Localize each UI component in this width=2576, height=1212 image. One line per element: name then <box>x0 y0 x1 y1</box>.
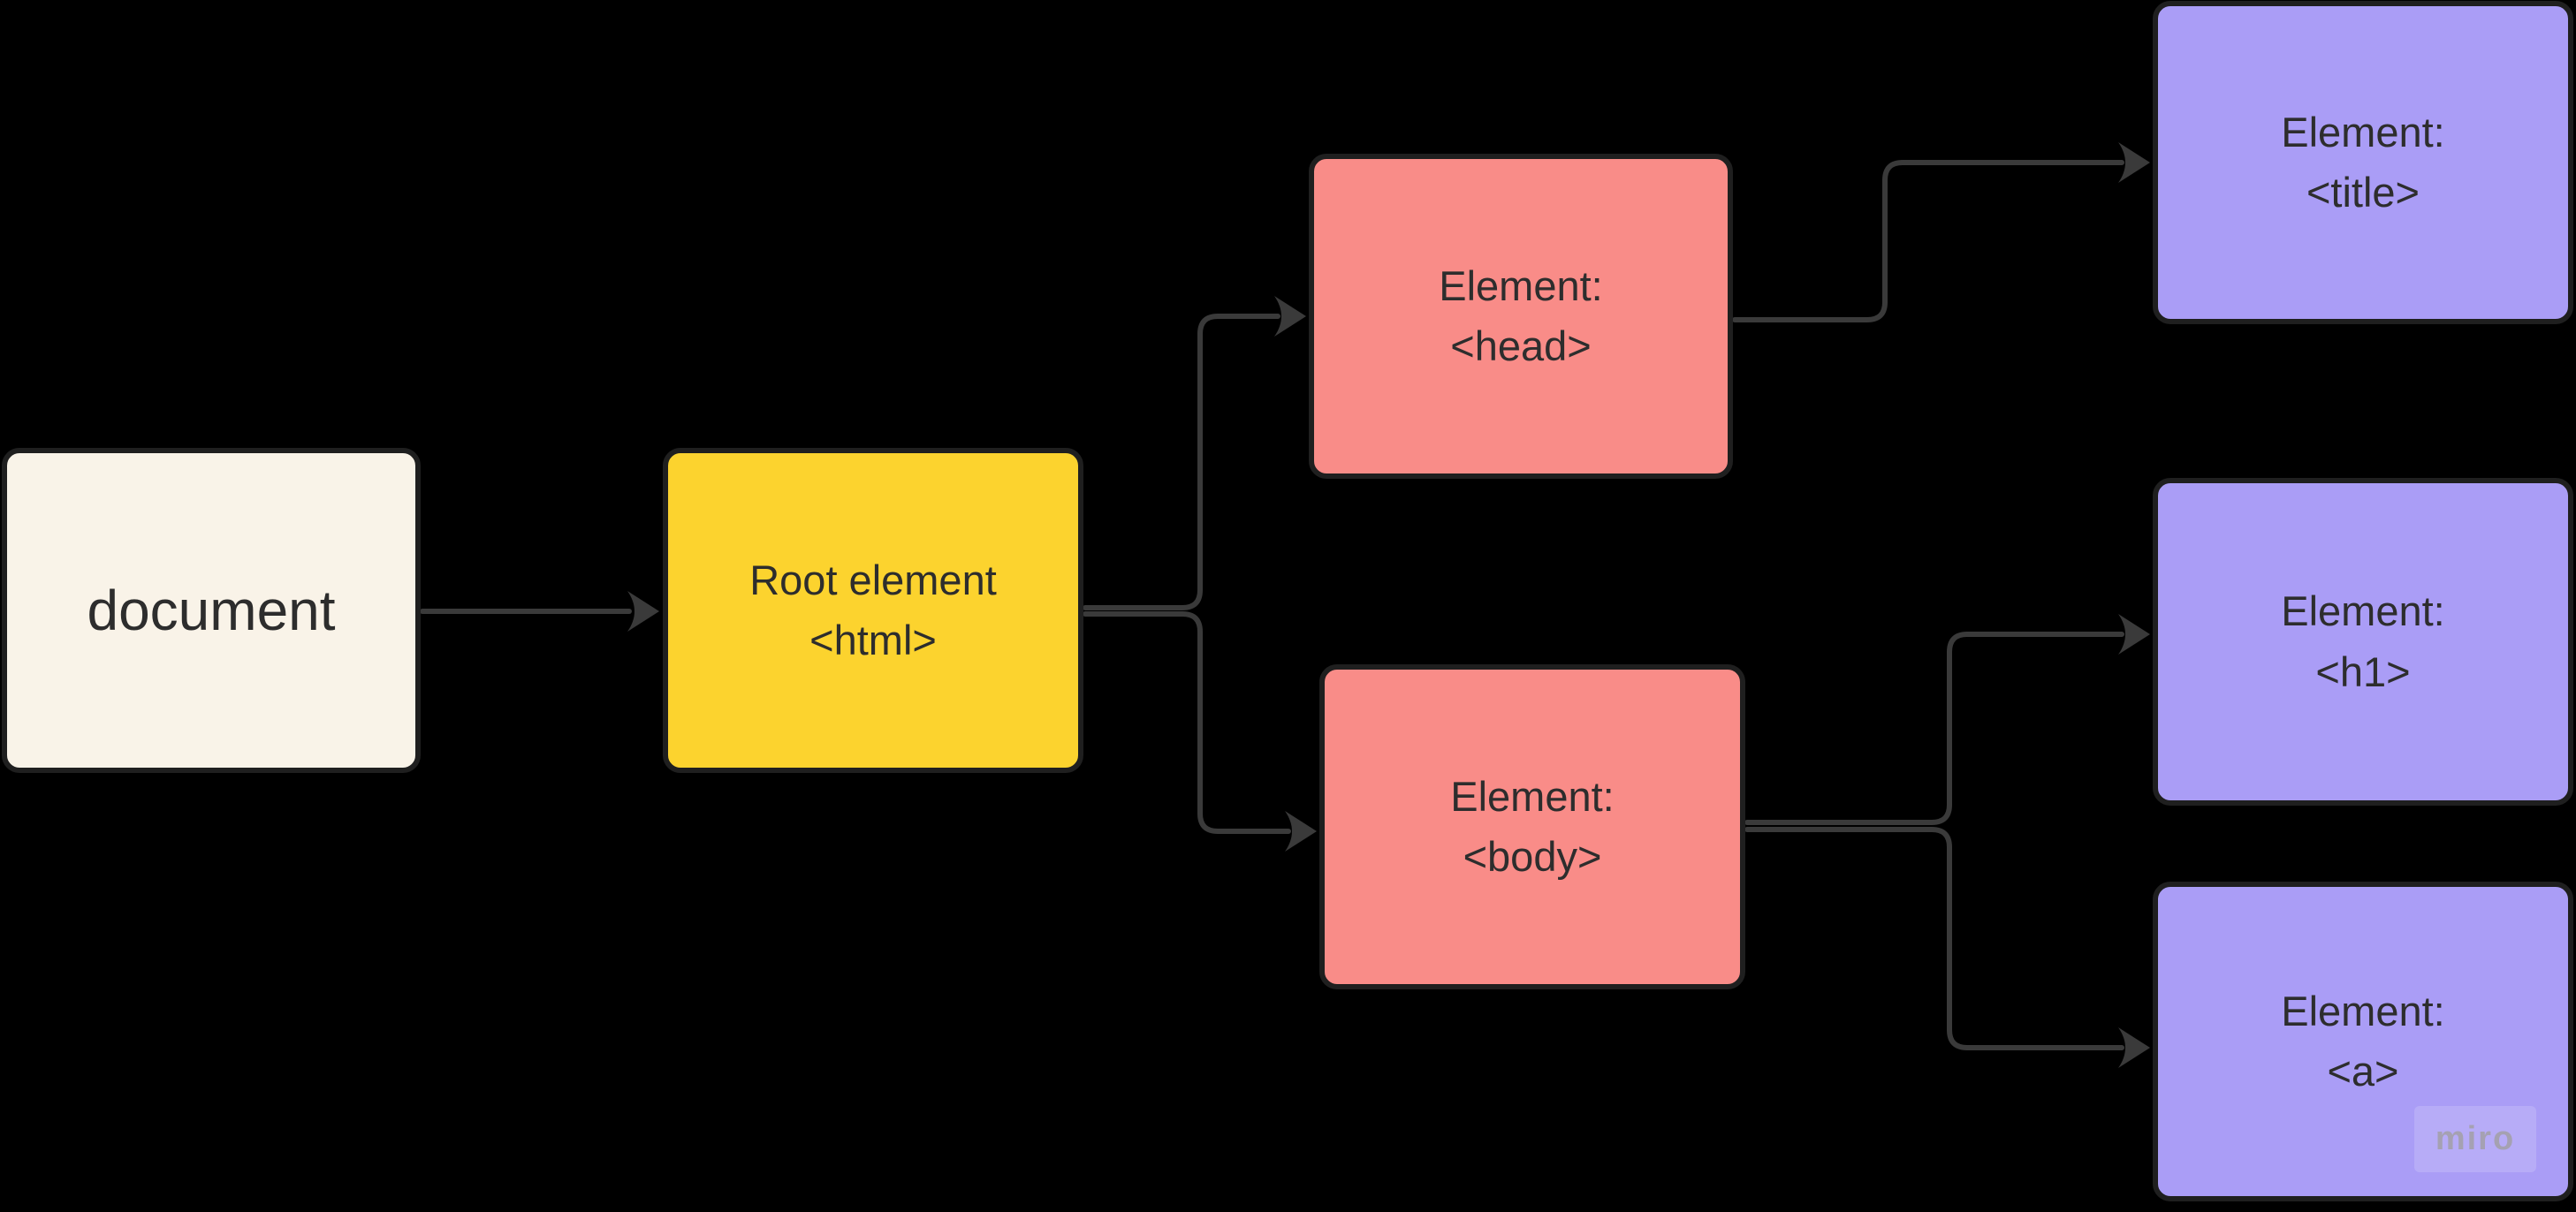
connector-body-a[interactable] <box>1744 827 2150 1068</box>
connector-line <box>1744 827 2124 1050</box>
miro-watermark-label: miro <box>2435 1120 2516 1157</box>
node-element-title[interactable]: Element: <title> <box>2153 1 2573 324</box>
node-title-line2: <title> <box>2306 169 2420 216</box>
connector-line <box>1083 611 1291 834</box>
node-title-line1: Element: <box>2281 108 2445 155</box>
node-document[interactable]: document <box>2 448 421 773</box>
connector-line <box>1744 632 2124 825</box>
arrowhead-icon <box>627 591 659 632</box>
node-head-line1: Element: <box>1439 261 1603 309</box>
connector-line <box>1083 314 1280 610</box>
connector-document-html[interactable] <box>420 591 659 632</box>
node-a-line1: Element: <box>2281 987 2445 1034</box>
connector-head-title[interactable] <box>1732 142 2150 322</box>
node-element-body[interactable]: Element: <body> <box>1319 664 1745 989</box>
miro-watermark: miro <box>2414 1106 2536 1172</box>
arrowhead-icon <box>1285 811 1317 852</box>
node-html-line2: <html> <box>809 617 937 663</box>
arrowhead-icon <box>2118 142 2150 183</box>
node-h1-line1: Element: <box>2281 587 2445 635</box>
node-document-label: document <box>87 578 336 642</box>
node-root-element-html[interactable]: Root element <html> <box>663 448 1083 773</box>
node-html-line1: Root element <box>749 556 997 603</box>
arrowhead-icon <box>1274 296 1306 337</box>
node-element-a[interactable]: Element: <a> <box>2153 882 2573 1201</box>
connector-html-head[interactable] <box>1083 296 1306 610</box>
node-body-line2: <body> <box>1463 833 1602 880</box>
node-a-line2: <a> <box>2327 1048 2399 1095</box>
connector-body-h1[interactable] <box>1744 614 2150 825</box>
arrowhead-icon <box>2118 614 2150 655</box>
connector-html-body[interactable] <box>1083 611 1317 852</box>
node-body-line1: Element: <box>1450 772 1615 820</box>
node-h1-line2: <h1> <box>2315 648 2411 695</box>
node-element-head[interactable]: Element: <head> <box>1309 154 1733 479</box>
node-head-line2: <head> <box>1450 322 1592 369</box>
connector-line <box>1732 160 2124 322</box>
node-element-h1[interactable]: Element: <h1> <box>2153 478 2573 806</box>
arrowhead-icon <box>2118 1027 2150 1068</box>
